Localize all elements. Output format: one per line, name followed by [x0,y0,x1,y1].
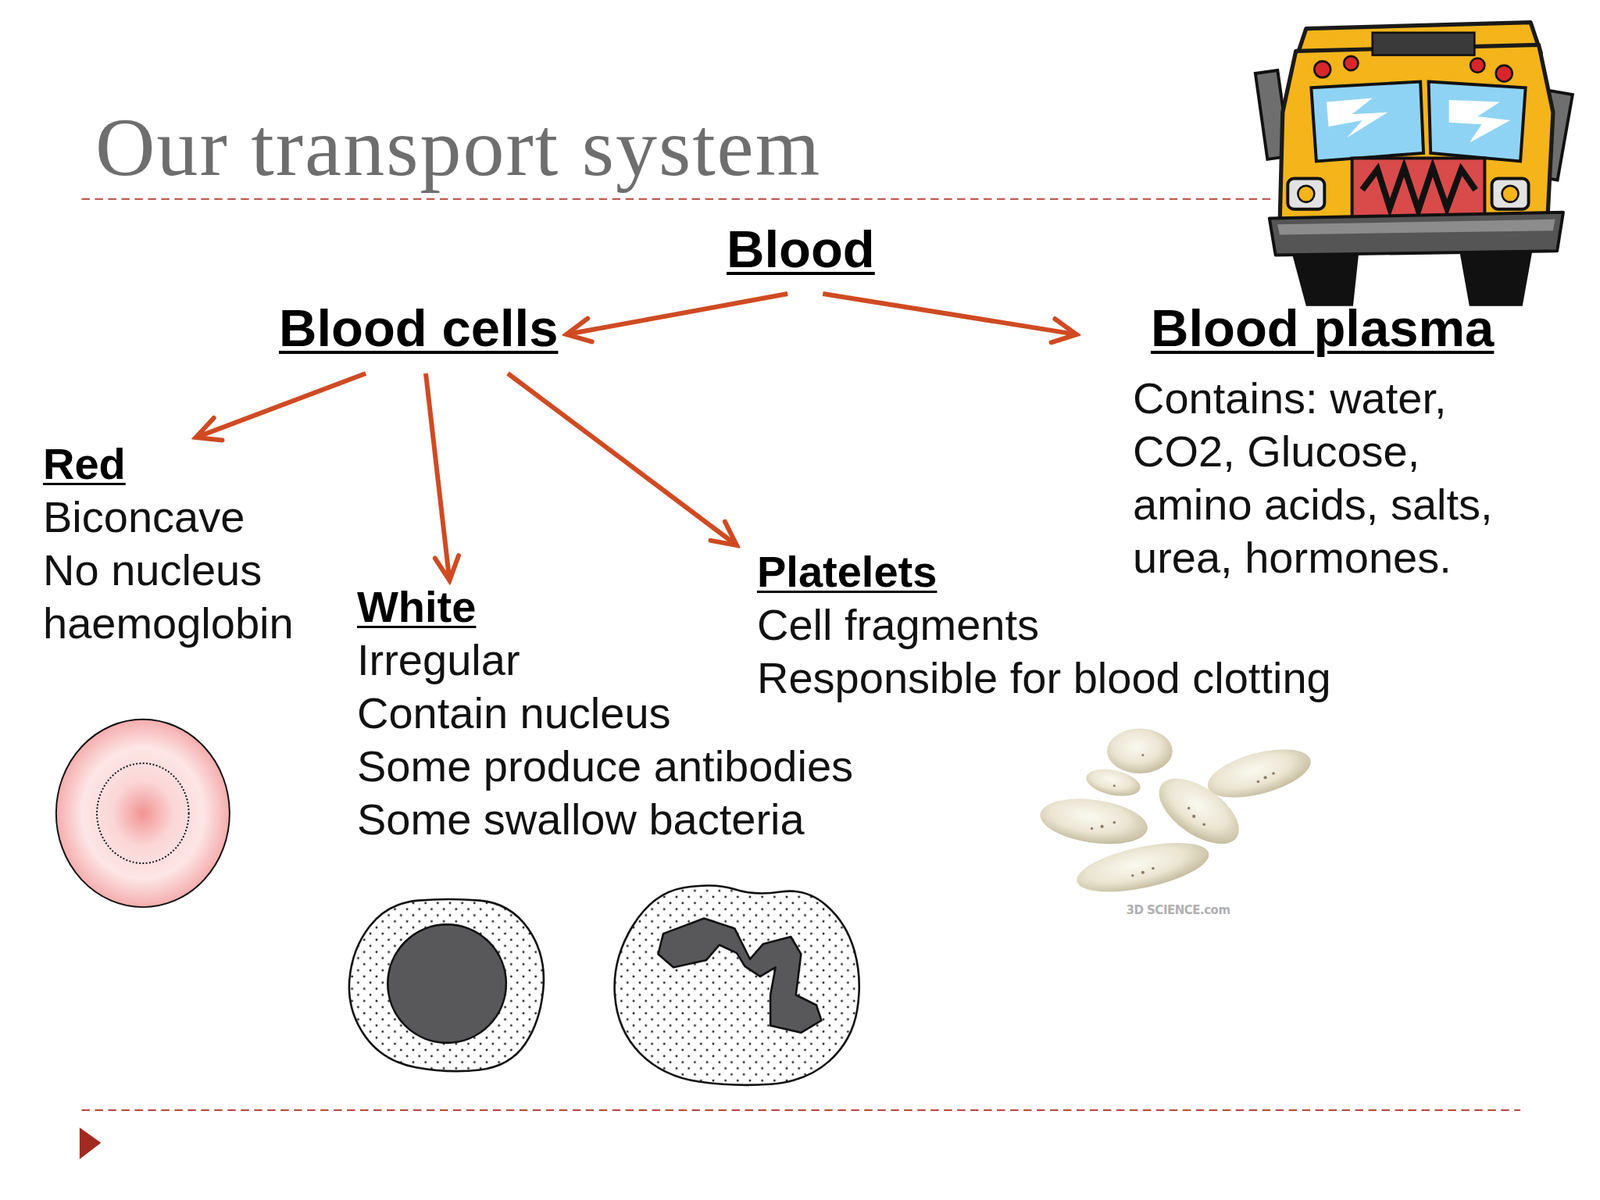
bus-light [1343,56,1358,71]
headlight-lens [1297,185,1315,203]
white-cell [614,885,860,1085]
heading-text: Red [42,437,305,491]
platelet [1202,739,1316,808]
dashed-rule [81,1109,1521,1111]
platelet [1147,765,1250,858]
platelet [1072,833,1214,902]
granule [1141,753,1144,757]
granule [1100,825,1104,829]
granule [1202,823,1206,827]
body-text: Contains: water, CO2, Glucose, amino aci… [1132,371,1504,585]
bus-wheel [1290,249,1360,307]
bus-headlight [1287,178,1325,210]
heading-text: Blood plasma [1150,296,1515,360]
granule [1263,775,1267,779]
body-text: Some swallow bacteria [357,792,868,847]
body-text: Biconcave [42,490,305,544]
bus-window [1428,81,1526,161]
bus-wheel [1459,249,1533,307]
window-glare [1326,97,1388,138]
granule [1141,871,1145,875]
granule [1187,807,1190,810]
granule [1113,784,1116,787]
arrow-connector [507,373,737,546]
bus-light [1496,65,1513,83]
bus-sign [1372,32,1475,56]
window-glare [1449,100,1511,143]
granule [1090,827,1093,830]
red-cell [56,719,230,908]
artwork [56,22,1573,1160]
bus-light [1314,60,1331,78]
watermark-text: 3D SCIENCE.com [1125,903,1230,918]
grille-zigzag [1362,167,1476,211]
heading-node: PlateletsCell fragmentsResponsible for b… [730,545,1356,663]
bus-bumper [1269,212,1564,256]
bus-grille [1352,157,1486,222]
body-text: Responsible for blood clotting [757,651,1356,705]
bumper-highlight [1277,219,1555,236]
granule [1112,821,1116,825]
granule [1131,874,1134,877]
granule [1271,771,1275,775]
arrow-connector [196,373,367,438]
dashed-rule [81,198,1275,200]
bus-clipart [1255,22,1573,307]
lobed-nucleus [657,918,822,1033]
body-text: Some produce antibodies [357,739,868,793]
heading-text: Blood cells [278,296,567,360]
body-text: Cell fragments [757,598,1356,652]
bus-light [1470,57,1485,72]
red-cell-centre [96,763,190,864]
platelet [1083,764,1143,800]
bus-body [1279,44,1554,231]
slide-title: Our transport system [95,100,822,195]
bus-window [1310,81,1424,161]
platelet [1107,728,1173,774]
arrow-connector [822,293,1077,335]
heading-node: Blood cells [273,296,567,374]
platelet-granules [1090,753,1275,877]
granule [1192,814,1196,818]
bus-headlight [1492,178,1529,210]
heading-text: Platelets [757,545,1356,599]
white-cell [349,899,544,1072]
platelet [1037,792,1151,851]
arrow-connector [566,293,788,335]
bullet-triangle [79,1127,101,1159]
cell-nucleus [387,924,507,1043]
granule [1257,780,1261,784]
heading-node: RedBiconcaveNo nucleushaemoglobin [39,437,305,649]
heading-node: Blood [718,217,887,294]
platelet-group [1037,728,1316,902]
arrow-connector [425,373,450,581]
headlight-lens [1502,185,1519,203]
granule [1151,867,1155,871]
heading-text: Blood [726,217,887,281]
body-text: haemoglobin [42,596,305,650]
body-text: No nucleus [42,543,305,597]
heading-node: Blood plasmaContains: water, CO2, Glucos… [1076,296,1515,586]
